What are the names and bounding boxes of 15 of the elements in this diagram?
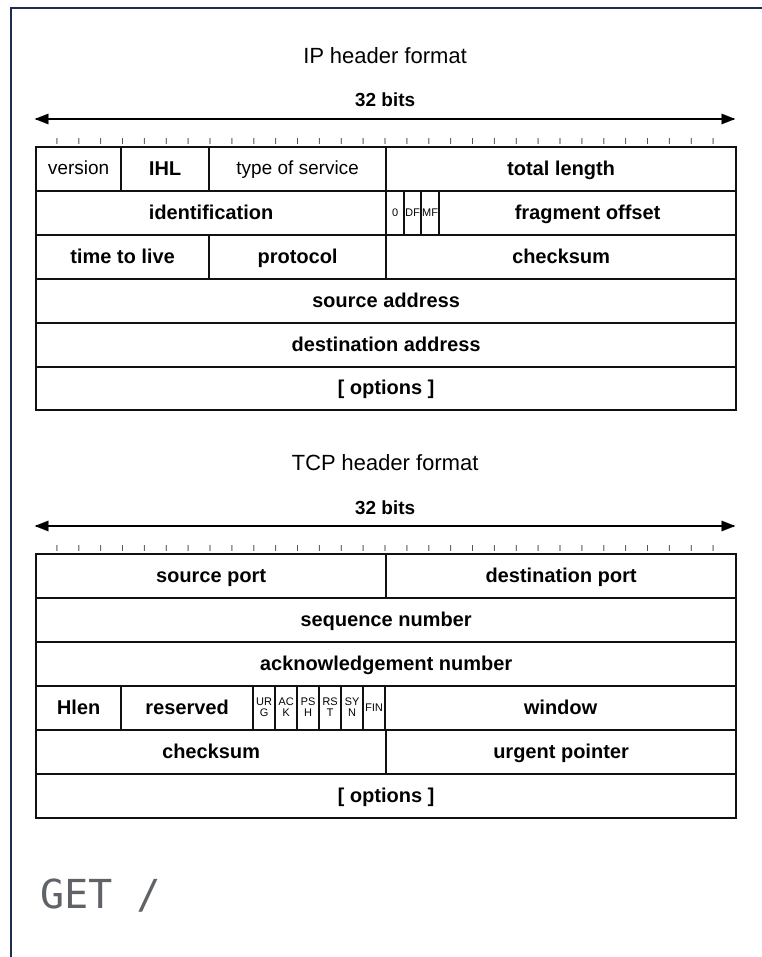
header-field-cell: acknowledgement number: [35, 641, 737, 687]
header-field-cell: source address: [35, 278, 737, 324]
section-heading: IP header format: [302, 42, 468, 70]
section-heading: TCP header format: [290, 449, 480, 477]
header-field-cell: destination port: [385, 553, 737, 599]
header-field-cell: total length: [385, 146, 737, 192]
code-text: GET /: [40, 871, 162, 920]
header-field-cell: [ options ]: [35, 366, 737, 411]
header-field-cell: version: [35, 146, 122, 192]
dimension-label: 32 bits: [354, 89, 416, 113]
header-field-cell: sequence number: [35, 597, 737, 643]
header-field-cell: [ options ]: [35, 773, 737, 819]
header-field-cell: source port: [35, 553, 387, 599]
header-field-cell: destination address: [35, 322, 737, 368]
dimension-label: 32 bits: [354, 497, 416, 521]
